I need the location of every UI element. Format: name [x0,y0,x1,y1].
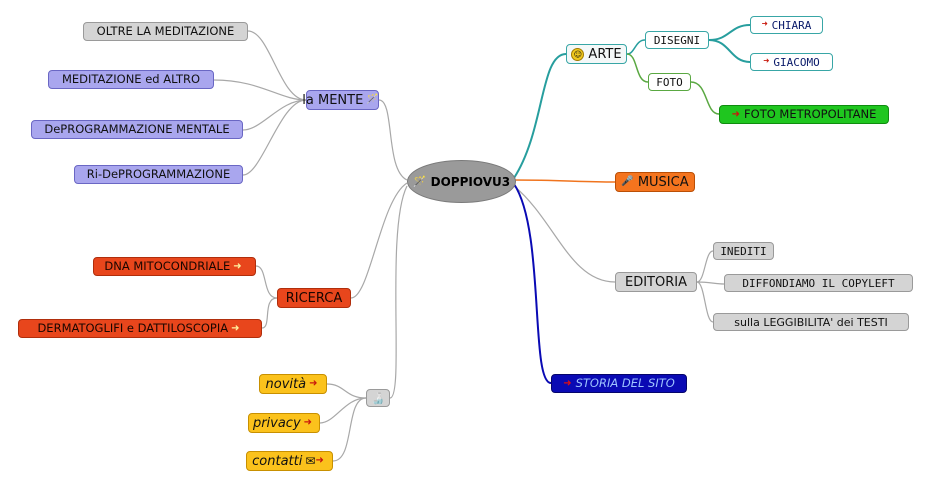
link-arrow-icon: ➜ [309,378,318,389]
node-label: FOTO [656,75,683,89]
node-label: GIACOMO [773,55,820,69]
node-label: CHIARA [771,18,812,32]
microphone-icon: 🎤 [621,176,634,187]
central-node[interactable]: 🪄 DOPPIOVU3 [407,160,516,203]
node-label: sulla LEGGIBILITA' dei TESTI [734,315,888,329]
node-label: DIFFONDIAMO IL COPYLEFT [742,276,895,290]
node-chiara[interactable]: ➜ CHIARA [750,16,823,34]
node-disegni[interactable]: DISEGNI [645,31,709,49]
link-arrow-icon: ➜ [231,322,240,334]
link-arrow-icon: ➜ [763,56,770,67]
node-inediti[interactable]: INEDITI [713,242,774,260]
node-storia-sito[interactable]: ➜ STORIA DEL SITO [551,374,687,393]
central-node-label: DOPPIOVU3 [430,174,511,189]
node-deprogrammazione[interactable]: DePROGRAMMAZIONE MENTALE [31,120,243,139]
node-ricerca-label: RICERCA [285,290,343,306]
node-label: MEDITAZIONE ed ALTRO [61,71,201,86]
node-label: contatti [252,453,303,469]
magic-wand-icon: 🪄 [412,175,427,188]
link-arrow-icon: ➜ [303,417,313,428]
node-privacy[interactable]: privacy ➜ [248,413,320,433]
link-arrow-icon: ➜ [761,19,768,30]
node-giacomo[interactable]: ➜ GIACOMO [750,53,833,71]
node-leggibilita[interactable]: sulla LEGGIBILITA' dei TESTI [713,313,909,331]
node-dna-mitocondriale[interactable]: DNA MITOCONDRIALE ➜ [93,257,256,276]
node-label: DERMATOGLIFI e DATTILOSCOPIA [37,320,229,335]
link-arrow-icon: ➜ [731,108,741,120]
node-musica-label: MUSICA [637,174,689,190]
node-label: DNA MITOCONDRIALE [104,258,231,273]
node-label: DISEGNI [653,33,701,47]
envelope-icon: ✉ [305,454,316,468]
node-ricerca[interactable]: RICERCA [277,288,351,308]
node-arte[interactable]: ☺ ARTE [566,44,627,64]
node-contatti[interactable]: contatti ✉ ➜ [246,451,333,471]
node-label: Ri-DePROGRAMMAZIONE [86,166,231,181]
node-foto[interactable]: FOTO [648,73,691,91]
link-arrow-icon: ➜ [233,260,242,272]
link-arrow-icon: ➜ [563,377,572,389]
node-mente-label: la MENTE [302,92,364,108]
node-oltre-meditazione[interactable]: OLTRE LA MEDITAZIONE [83,22,248,41]
node-editoria[interactable]: EDITORIA [615,272,697,292]
node-label: privacy [252,415,301,431]
magic-wand-icon: 🪄 [366,94,379,105]
node-mente[interactable]: la MENTE 🪄 [302,90,379,110]
bottle-icon: 🍶 [371,391,385,405]
node-label: OLTRE LA MEDITAZIONE [96,23,235,38]
node-misc-hub[interactable]: 🍶 [366,389,390,407]
node-foto-metropolitane[interactable]: ➜ FOTO METROPOLITANE [719,105,889,124]
node-label: FOTO METROPOLITANE [744,106,877,121]
node-label: DePROGRAMMAZIONE MENTALE [44,121,230,136]
smiley-icon: ☺ [571,47,585,61]
node-arte-label: ARTE [588,46,622,62]
node-storia-label: STORIA DEL SITO [575,375,675,390]
node-editoria-label: EDITORIA [625,274,687,290]
node-meditazione-altro[interactable]: MEDITAZIONE ed ALTRO [48,70,214,89]
node-dermatoglifi[interactable]: DERMATOGLIFI e DATTILOSCOPIA ➜ [18,319,262,338]
link-arrow-icon: ➜ [315,455,324,466]
node-label: novità [265,376,307,392]
node-copyleft[interactable]: DIFFONDIAMO IL COPYLEFT [724,274,913,292]
node-ri-deprogrammazione[interactable]: Ri-DePROGRAMMAZIONE [74,165,243,184]
node-label: INEDITI [720,244,767,258]
node-novita[interactable]: novità ➜ [259,374,327,394]
node-musica[interactable]: 🎤 MUSICA [615,172,695,192]
